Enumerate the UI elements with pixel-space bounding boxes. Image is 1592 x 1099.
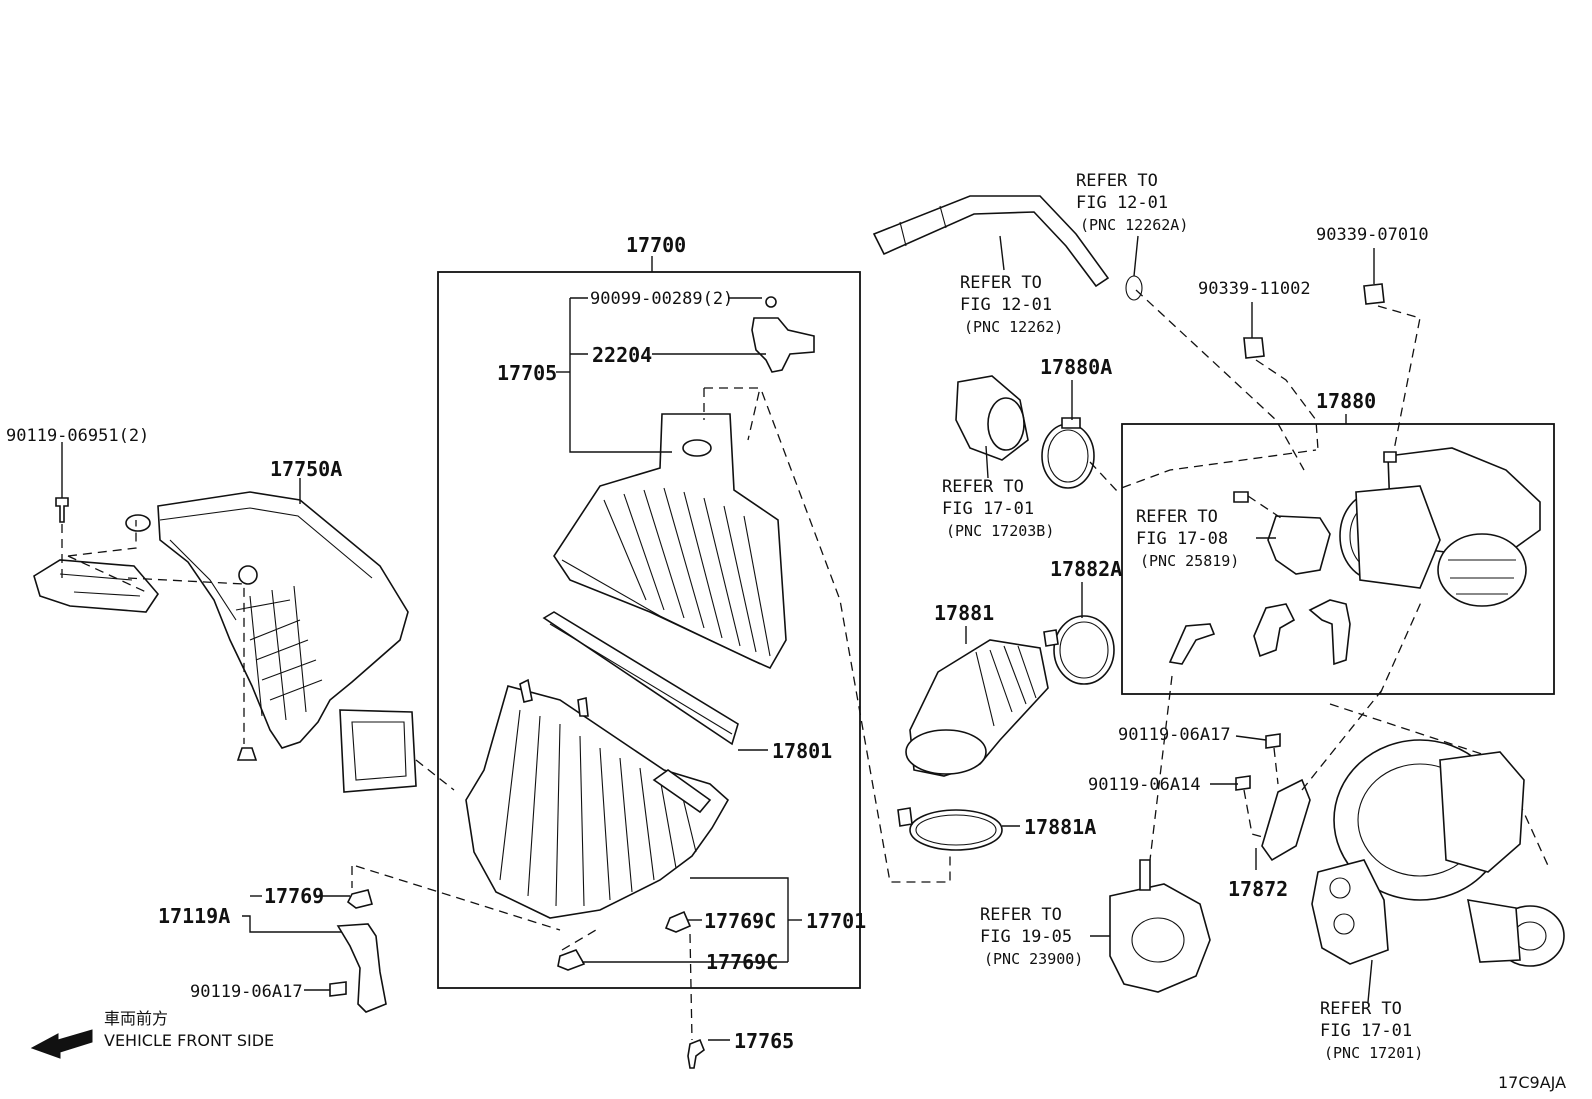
grommet-drawings	[346, 889, 705, 1069]
vacuum-pump-drawing	[1109, 859, 1211, 993]
clamp-17882a-drawing	[1043, 615, 1115, 685]
label-90099-00289: 90099-00289(2)	[590, 289, 733, 309]
label-17769: 17769	[264, 884, 324, 908]
bracket-plate-drawing	[33, 497, 160, 613]
label-90119-06a17-left: 90119-06A17	[190, 982, 303, 1002]
ref-fig-12-01-12262: REFER TO FIG 12-01 (PNC 12262)	[960, 273, 1063, 336]
svg-text:(PNC 12262): (PNC 12262)	[964, 318, 1063, 336]
label-17119a: 17119A	[158, 904, 230, 928]
svg-text:FIG 17-01: FIG 17-01	[1320, 1021, 1412, 1041]
hose-90339-07010-drawing	[1363, 283, 1385, 305]
intake-adapter-drawing	[955, 375, 1029, 461]
label-90119-06a17-right: 90119-06A17	[1118, 725, 1231, 745]
clamp-17881a-drawing	[897, 807, 1003, 851]
label-17750a: 17750A	[270, 457, 342, 481]
ref-fig-17-08-25819: REFER TO FIG 17-08 (PNC 25819)	[1136, 507, 1239, 570]
ventilation-hose-drawing	[872, 195, 1110, 288]
ref-fig-17-01-17203b: REFER TO FIG 17-01 (PNC 17203B)	[942, 477, 1054, 540]
svg-text:FIG 12-01: FIG 12-01	[1076, 193, 1168, 213]
label-17881: 17881	[934, 601, 994, 625]
label-17769c-upper: 17769C	[704, 909, 776, 933]
svg-text:FIG 12-01: FIG 12-01	[960, 295, 1052, 315]
svg-text:REFER TO: REFER TO	[960, 273, 1042, 293]
svg-text:(PNC 25819): (PNC 25819)	[1140, 552, 1239, 570]
label-90119-06951: 90119-06951(2)	[6, 426, 149, 446]
label-17765: 17765	[734, 1029, 794, 1053]
svg-text:REFER TO: REFER TO	[1320, 999, 1402, 1019]
svg-text:FIG 17-01: FIG 17-01	[942, 499, 1034, 519]
label-17881a: 17881A	[1024, 815, 1096, 839]
label-17705: 17705	[497, 361, 557, 385]
label-17769c-lower: 17769C	[706, 950, 778, 974]
air-flow-meter-drawing	[751, 296, 815, 373]
ref-fig-17-01-17201: REFER TO FIG 17-01 (PNC 17201)	[1320, 999, 1423, 1062]
label-90119-06a14: 90119-06A14	[1088, 775, 1201, 795]
air-cleaner-upper-case-drawing	[553, 413, 787, 670]
label-90339-07010: 90339-07010	[1316, 225, 1429, 245]
svg-text:REFER TO: REFER TO	[980, 905, 1062, 925]
label-17882a: 17882A	[1050, 557, 1122, 581]
svg-text:FIG 19-05: FIG 19-05	[980, 927, 1072, 947]
label-17880: 17880	[1316, 389, 1376, 413]
clamp-17880a-drawing	[1041, 417, 1095, 489]
hose-90339-11002-drawing	[1243, 337, 1265, 359]
air-hose-17881-drawing	[905, 639, 1049, 777]
air-inlet-duct-drawing	[125, 491, 417, 793]
svg-text:(PNC 23900): (PNC 23900)	[984, 950, 1083, 968]
svg-text:REFER TO: REFER TO	[1076, 171, 1158, 191]
svg-text:(PNC 12262A): (PNC 12262A)	[1080, 216, 1188, 234]
label-17880a: 17880A	[1040, 355, 1112, 379]
label-17700: 17700	[626, 233, 686, 257]
svg-text:(PNC 17201): (PNC 17201)	[1324, 1044, 1423, 1062]
air-cleaner-assembly-box	[437, 271, 861, 989]
svg-text:REFER TO: REFER TO	[1136, 507, 1218, 527]
label-90339-11002: 90339-11002	[1198, 279, 1311, 299]
direction-label-jp: 車両前方	[104, 1009, 168, 1028]
vacuum-hoses-drawing	[1168, 599, 1351, 666]
intake-pipe-assembly-box	[1121, 423, 1555, 695]
bracket-17872-drawing	[1235, 733, 1311, 862]
air-filter-element-drawing	[542, 611, 739, 746]
label-17701: 17701	[806, 909, 866, 933]
direction-label-en: VEHICLE FRONT SIDE	[104, 1031, 274, 1050]
ref-fig-12-01-12262a: REFER TO FIG 12-01 (PNC 12262A)	[1076, 171, 1188, 234]
label-17872: 17872	[1228, 877, 1288, 901]
bracket-17119a-drawing	[329, 923, 387, 1013]
svg-text:FIG 17-08: FIG 17-08	[1136, 529, 1228, 549]
turbocharger-drawing	[1311, 739, 1565, 967]
diagram-code: 17C9AJA	[1498, 1073, 1566, 1092]
leader-lines	[61, 235, 1375, 1041]
svg-text:(PNC 17203B): (PNC 17203B)	[946, 522, 1054, 540]
front-direction-arrow-icon	[30, 1029, 93, 1059]
vacuum-switching-valve-drawing	[1233, 491, 1331, 575]
label-22204: 22204	[592, 343, 652, 367]
air-cleaner-lower-case-drawing	[465, 678, 730, 919]
svg-text:REFER TO: REFER TO	[942, 477, 1024, 497]
intake-pipe-assembly-drawing	[1339, 447, 1541, 607]
label-17801: 17801	[772, 739, 832, 763]
ref-fig-19-05-23900: REFER TO FIG 19-05 (PNC 23900)	[980, 905, 1083, 968]
